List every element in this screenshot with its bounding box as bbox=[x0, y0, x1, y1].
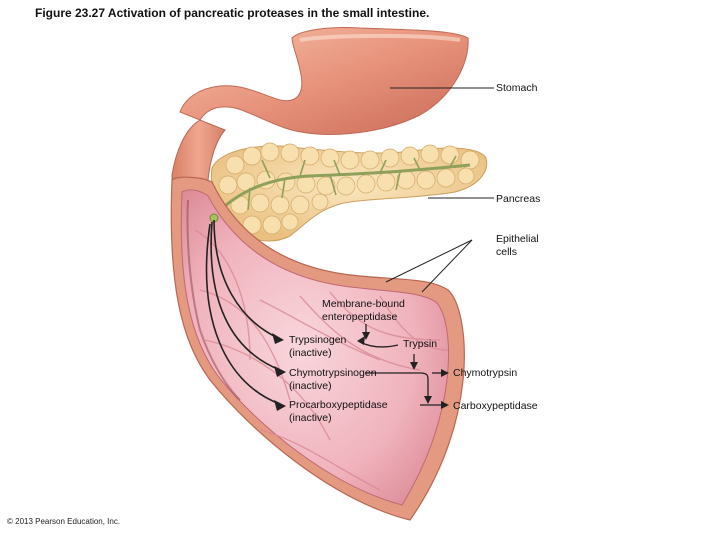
carboxypeptidase-label: Carboxypeptidase bbox=[453, 400, 538, 412]
epithelial-leader-2 bbox=[421, 239, 473, 293]
chymotrypsinogen-line-1: Chymotrypsinogen bbox=[289, 367, 377, 379]
pancreas bbox=[210, 142, 488, 242]
epithelial-line-1: Epithelial bbox=[496, 233, 539, 245]
stomach bbox=[179, 27, 469, 135]
pancreas-label: Pancreas bbox=[496, 193, 541, 205]
membrane-line-1: Membrane-bound bbox=[322, 298, 405, 310]
stomach-label: Stomach bbox=[496, 82, 538, 94]
chymotrypsinogen-line-2: (inactive) bbox=[289, 380, 332, 392]
figure-title: Figure 23.27 Activation of pancreatic pr… bbox=[35, 6, 430, 20]
pancreatic-duct bbox=[213, 163, 471, 217]
trypsinogen-line-1: Trypsinogen bbox=[289, 334, 347, 346]
chymotrypsinogen-label: Chymotrypsinogen (inactive) bbox=[289, 367, 377, 393]
epithelial-line-2: cells bbox=[496, 246, 518, 258]
trypsin-label: Trypsin bbox=[403, 338, 438, 350]
procarboxypeptidase-label: Procarboxypeptidase (inactive) bbox=[289, 399, 388, 425]
epithelial-leader-1 bbox=[385, 239, 473, 283]
secretion-arrows bbox=[205, 219, 281, 405]
copyright-notice: © 2013 Pearson Education, Inc. bbox=[7, 517, 121, 526]
intestine-lumen bbox=[180, 189, 449, 506]
enteropeptidase-label: Membrane-bound enteropeptidase bbox=[322, 298, 405, 324]
membrane-line-2: enteropeptidase bbox=[322, 311, 398, 323]
procarboxypeptidase-line-1: Procarboxypeptidase bbox=[289, 399, 388, 411]
epithelial-cells-label: Epithelial cells bbox=[496, 233, 539, 259]
procarboxypeptidase-line-2: (inactive) bbox=[289, 412, 332, 424]
trypsinogen-label: Trypsinogen (inactive) bbox=[289, 334, 346, 360]
chymotrypsin-label: Chymotrypsin bbox=[453, 367, 518, 379]
trypsinogen-line-2: (inactive) bbox=[289, 347, 332, 359]
